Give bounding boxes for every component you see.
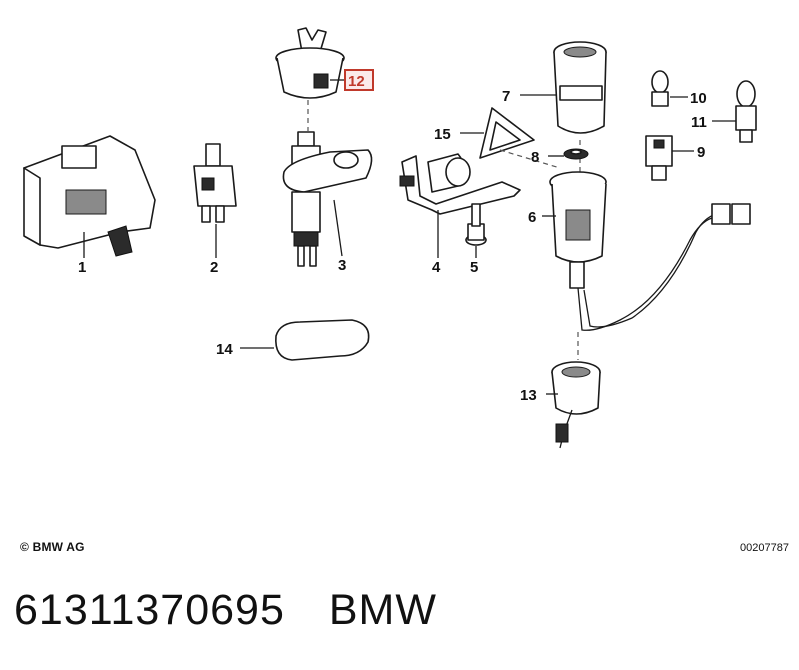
callout-4: 4 <box>432 259 441 276</box>
part-10-bulb <box>651 70 669 107</box>
callout-8: 8 <box>531 149 539 166</box>
footer-caption: 61311370695 BMW <box>14 586 481 635</box>
callout-3: 3 <box>338 257 346 274</box>
callout-11: 11 <box>691 114 707 131</box>
brand-name: BMW <box>328 586 437 634</box>
callout-7: 7 <box>502 88 510 105</box>
part-11-wedge-bulb <box>735 80 757 143</box>
callout-13: 13 <box>520 387 537 404</box>
callout-12: 12 <box>348 73 365 90</box>
copyright-notice: © BMW AG <box>20 540 85 554</box>
part-5-screw <box>465 203 487 246</box>
part-7-lighter-element <box>553 41 607 172</box>
drawing-reference: 00207787 <box>740 542 789 554</box>
callout-1: 1 <box>78 259 86 276</box>
part-12-rubber-cap <box>275 27 345 99</box>
callout-9: 9 <box>697 144 705 161</box>
callout-15: 15 <box>434 126 451 143</box>
part-4-bracket <box>399 153 521 215</box>
callout-labels: 1 2 3 4 5 6 7 8 9 10 11 12 13 14 15 <box>78 69 707 404</box>
parts-diagram: 1 2 3 4 5 6 7 8 9 10 11 12 13 14 15 <box>23 27 757 449</box>
callout-5: 5 <box>470 259 478 276</box>
callout-10: 10 <box>690 90 707 107</box>
callout-12-highlight: 12 <box>344 69 374 91</box>
part-14-cover-pad <box>275 319 370 361</box>
part-number: 61311370695 <box>14 586 285 634</box>
part-3-door-contact <box>282 100 373 267</box>
part-15-warning-label <box>479 107 535 159</box>
part-2-push-switch <box>193 143 237 223</box>
part-8-washer <box>563 148 589 160</box>
leader-lines <box>83 79 736 395</box>
part-1-switch-housing <box>23 135 156 257</box>
part-9-bulb-holder <box>645 135 673 181</box>
part-13-lamp-socket <box>551 332 601 449</box>
part-6-lighter-socket <box>549 171 751 331</box>
callout-14: 14 <box>216 341 233 358</box>
callout-2: 2 <box>210 259 218 276</box>
callout-6: 6 <box>528 209 536 226</box>
